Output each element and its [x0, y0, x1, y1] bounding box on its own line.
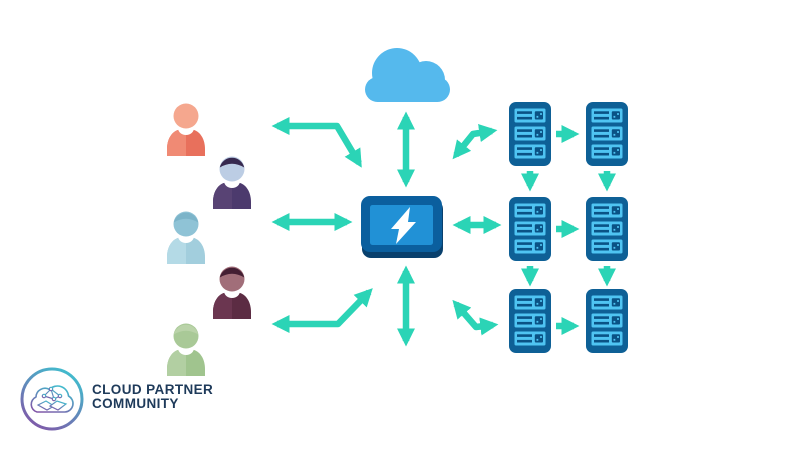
lightning-device-icon — [361, 196, 443, 258]
person-icon-green — [167, 324, 205, 377]
logo-line-2: COMMUNITY — [92, 396, 179, 411]
server-icon-r3c1 — [509, 289, 551, 353]
logo-line-1: CLOUD PARTNER — [92, 382, 214, 397]
server-icon-r2c2 — [586, 197, 628, 261]
arrow-users-hub-top — [271, 116, 362, 168]
server-icon-r3c2 — [586, 289, 628, 353]
person-icon-purple — [213, 157, 251, 210]
server-icon-r1c2 — [586, 102, 628, 166]
arrows-layer — [271, 111, 617, 347]
cloud-icon — [365, 48, 450, 102]
arrow-hub-row1 — [452, 123, 498, 160]
server-icon-r2c1 — [509, 197, 551, 261]
lightning-bolt-icon — [391, 207, 416, 244]
person-icon-light-blue — [167, 212, 205, 265]
arrow-hub-row3 — [452, 299, 499, 336]
person-icon-coral — [167, 104, 205, 157]
arrow-users-hub-bottom — [271, 288, 373, 334]
users-group — [167, 104, 251, 377]
logo-text: CLOUD PARTNER COMMUNITY — [92, 383, 213, 411]
server-icon-r1c1 — [509, 102, 551, 166]
person-icon-maroon — [213, 267, 251, 320]
cloud-handshake-logo-icon — [20, 367, 84, 431]
